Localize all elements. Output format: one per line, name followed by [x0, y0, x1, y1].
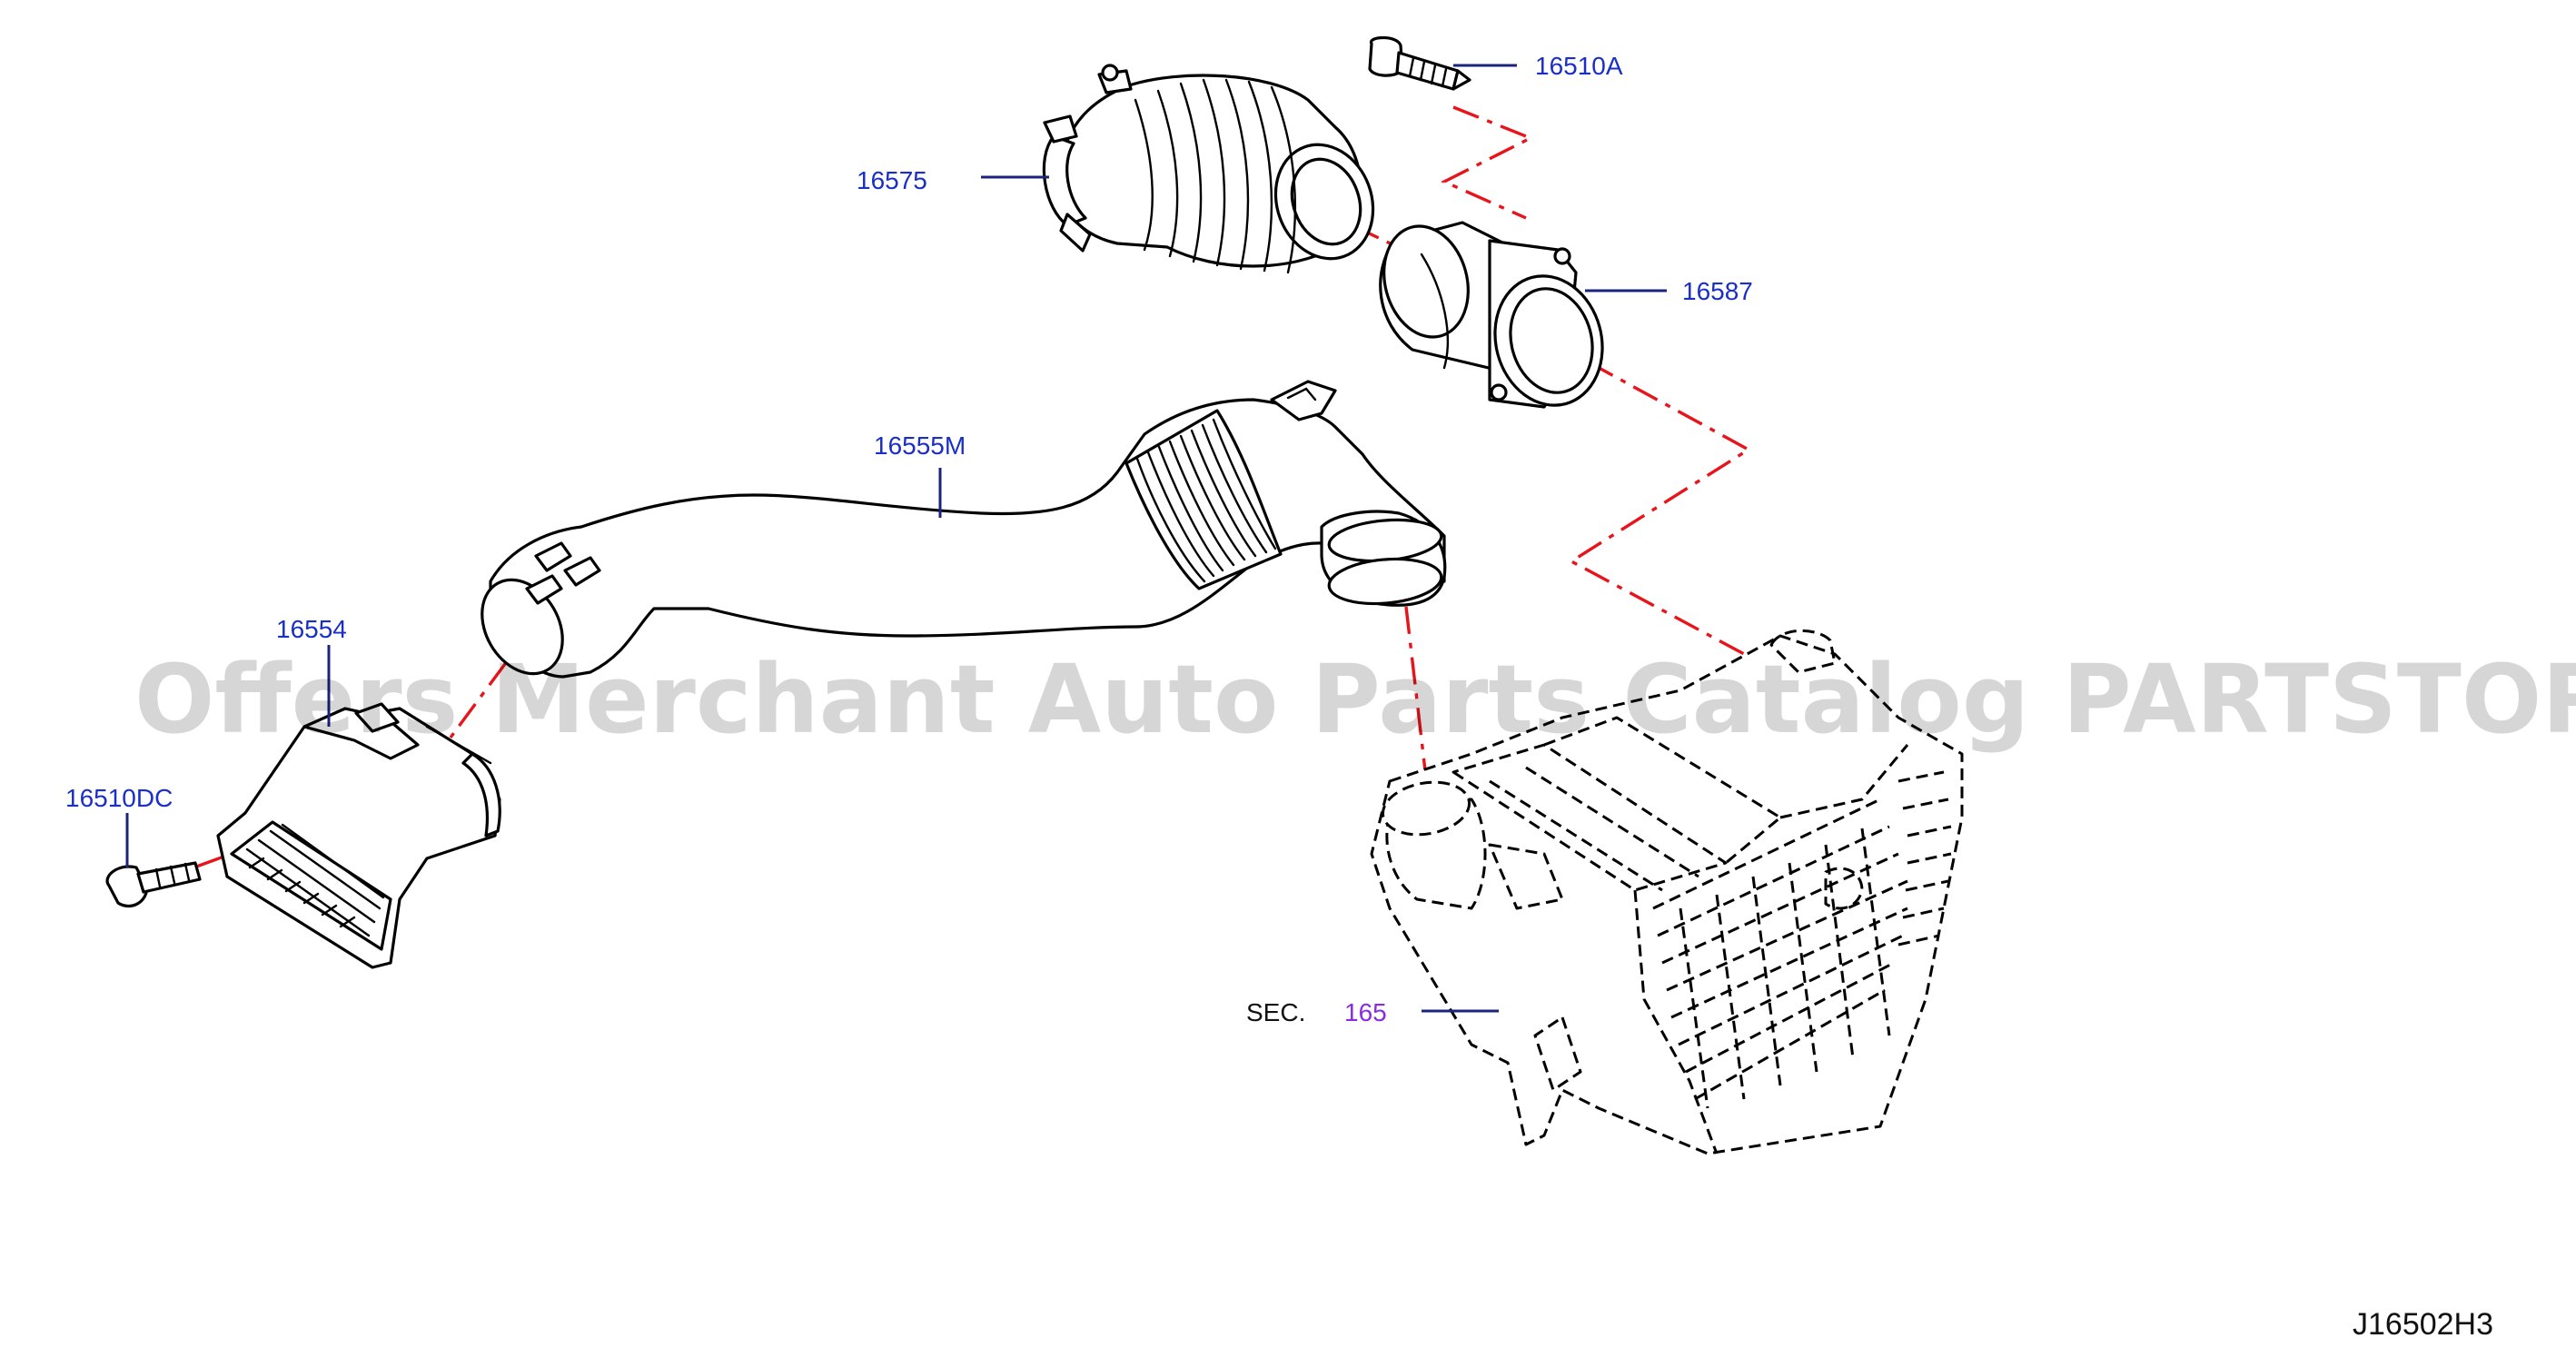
callout-sec-number[interactable]: 165 — [1344, 998, 1387, 1026]
airflow-meter-16587-illustration — [1379, 221, 1604, 409]
air-duct-16555m-illustration — [481, 380, 1447, 679]
callout-16555m: 16555M — [874, 431, 966, 460]
callout-16554: 16554 — [276, 615, 347, 643]
bolt-16510a-illustration — [1368, 35, 1471, 91]
callout-16587: 16587 — [1682, 277, 1753, 305]
callout-16510dc: 16510DC — [65, 784, 173, 812]
resonator-16554-illustration — [216, 702, 501, 969]
bolt-16510dc-illustration — [105, 861, 202, 908]
watermark-text: Offers Merchant Auto Parts Catalog PARTS… — [134, 644, 2576, 755]
callout-16575: 16575 — [857, 166, 927, 194]
leader-lines — [125, 64, 1667, 1013]
inlet-duct-16575-illustration — [1042, 64, 1375, 274]
callout-sec-prefix: SEC. — [1246, 998, 1305, 1026]
sec-165-phantom-assembly — [1370, 629, 1964, 1155]
diagram-code: J16502H3 — [2353, 1307, 2493, 1342]
callout-16510a: 16510A — [1535, 52, 1623, 80]
